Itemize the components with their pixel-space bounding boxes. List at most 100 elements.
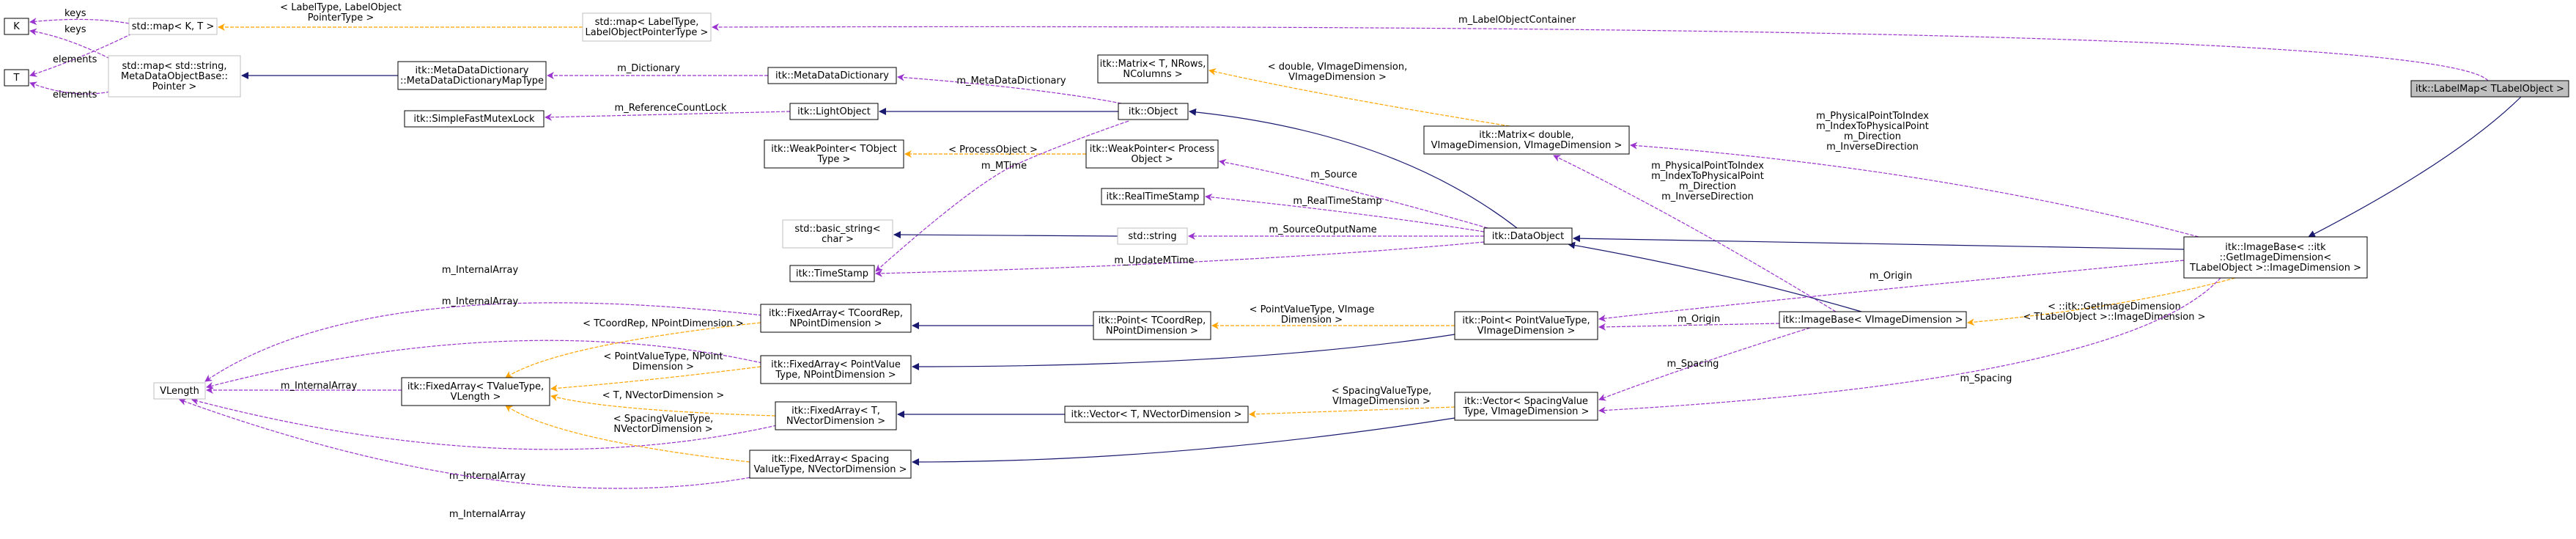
edge-label-line: VImageDimension > xyxy=(1288,72,1387,83)
class-node-label-line: VImageDimension, VImageDimension > xyxy=(1431,140,1623,151)
edge-label-line: m_MetaDataDictionary xyxy=(956,76,1066,87)
edge-label-m_mtime: m_MTime xyxy=(981,161,1027,172)
class-node-K[interactable]: K xyxy=(4,18,29,35)
edge-label-line: < SpacingValueType, xyxy=(613,414,713,425)
class-node-label: itk::Object xyxy=(1129,106,1178,117)
edge-label-m_origin2: m_Origin xyxy=(1678,314,1720,325)
class-node-vlength: VLength xyxy=(153,382,206,400)
edge-usage-fa_pointvalue-to-vlength: m_InternalArray xyxy=(206,296,763,389)
class-node-box xyxy=(1423,125,1630,155)
class-node-fa-t[interactable]: itk::FixedArray< T,NVectorDimension > xyxy=(775,401,897,430)
class-node-object[interactable]: itk::Object xyxy=(1118,103,1189,120)
class-node-box xyxy=(749,450,912,479)
class-node-fastmutex[interactable]: itk::SimpleFastMutexLock xyxy=(404,110,545,128)
class-node-mdd[interactable]: itk::MetaDataDictionary xyxy=(767,67,897,84)
class-node-realtimestamp[interactable]: itk::RealTimeStamp xyxy=(1101,188,1205,205)
class-node-timestamp[interactable]: itk::TimeStamp xyxy=(789,265,875,282)
class-node-label-line: ValueType, NVectorDimension > xyxy=(753,464,907,475)
class-node-map-lbl: std::map< LabelType,LabelObjectPointerTy… xyxy=(582,12,712,42)
edge-line-usage xyxy=(1205,193,1485,232)
class-node-dataobject[interactable]: itk::DataObject xyxy=(1483,227,1573,245)
class-node-label-line: itk::FixedArray< TValueType, xyxy=(407,381,544,392)
class-node-fa-tvalue[interactable]: itk::FixedArray< TValueType,VLength > xyxy=(401,377,550,406)
class-node-label-line: Type > xyxy=(817,154,851,165)
class-node-label-line: NVectorDimension > xyxy=(786,416,885,427)
edge-usage-dataobject-to-wp_po: m_Source xyxy=(1219,158,1488,229)
edge-label-line: m_Origin xyxy=(1678,314,1720,325)
class-node-label: itk::Matrix< T, NRows,NColumns > xyxy=(1100,59,1206,80)
edge-tmpl-fa_tcoord-to-fa_tvalue: < TCoordRep, NPointDimension > xyxy=(505,318,761,378)
class-node-label-line: T xyxy=(13,73,20,84)
class-node-point-pv[interactable]: itk::Point< PointValueType,VImageDimensi… xyxy=(1454,311,1598,340)
edge-line-usage xyxy=(29,33,133,77)
edge-line-usage xyxy=(1598,260,2185,322)
class-node-label-line: itk::ImageBase< VImageDimension > xyxy=(1782,315,1963,326)
class-node-matrix-t[interactable]: itk::Matrix< T, NRows,NColumns > xyxy=(1097,54,1208,84)
class-node-label-line: itk::LightObject xyxy=(797,106,871,117)
class-node-imagebase-get[interactable]: itk::ImageBase< ::itk::GetImageDimension… xyxy=(2183,236,2368,279)
edge-line-usage xyxy=(191,397,778,450)
class-node-box xyxy=(4,69,29,87)
edge-line-usage xyxy=(1598,327,1811,401)
edge-line-usage xyxy=(897,73,1122,104)
class-node-box xyxy=(1101,188,1205,205)
edge-usage-mdd-to-mdd_maptype: m_Dictionary xyxy=(547,63,768,79)
class-node-fa-tcoord[interactable]: itk::FixedArray< TCoordRep,NPointDimensi… xyxy=(760,304,912,333)
class-node-lightobject[interactable]: itk::LightObject xyxy=(789,103,879,120)
class-node-box xyxy=(401,377,550,406)
edge-line-tmpl xyxy=(1967,277,2236,326)
edge-label-tcoord_tmpl: < TCoordRep, NPointDimension > xyxy=(583,318,744,329)
class-node-label-line: itk::Point< TCoordRep, xyxy=(1099,315,1206,326)
class-node-matrix-d[interactable]: itk::Matrix< double,VImageDimension, VIm… xyxy=(1423,125,1630,155)
edge-label-m_labelobjectcontainer: m_LabelObjectContainer xyxy=(1458,15,1576,26)
edge-label-line: < SpacingValueType, xyxy=(1332,386,1431,397)
class-node-box xyxy=(764,139,904,169)
class-node-imagebase-v[interactable]: itk::ImageBase< VImageDimension > xyxy=(1779,311,1967,329)
edge-line-tmpl xyxy=(505,322,761,378)
class-node-label: itk::SimpleFastMutexLock xyxy=(413,114,535,125)
class-node-label-line: char > xyxy=(822,234,854,245)
class-node-label: itk::FixedArray< TCoordRep,NPointDimensi… xyxy=(769,308,903,329)
class-node-std-string: std::string xyxy=(1117,227,1188,245)
edge-label-line: elements xyxy=(53,89,97,100)
edge-line-tmpl xyxy=(1249,406,1455,418)
class-node-label: itk::MetaDataDictionary::MetaDataDiction… xyxy=(400,65,544,87)
class-node-box xyxy=(153,382,206,400)
class-node-label: itk::RealTimeStamp xyxy=(1106,191,1199,202)
class-node-label: itk::MetaDataDictionary xyxy=(775,70,889,81)
class-node-label-line: VLength xyxy=(160,386,199,397)
class-node-label-line: itk::SimpleFastMutexLock xyxy=(413,114,535,125)
class-node-labelmap[interactable]: itk::LabelMap< TLabelObject > xyxy=(2410,80,2569,98)
class-node-label-line: itk::Object xyxy=(1129,106,1178,117)
class-node-label: K xyxy=(13,21,20,32)
edge-tmpl-imagebase_get-to-imagebase_v: < ::itk::GetImageDimension< TLabelObject… xyxy=(1967,277,2236,326)
edge-line-usage xyxy=(29,81,111,95)
class-node-vector-t[interactable]: itk::Vector< T, NVectorDimension > xyxy=(1064,406,1249,423)
edge-label-line: < PointValueType, VImage xyxy=(1250,304,1375,315)
edge-label-line: < double, VImageDimension, xyxy=(1268,62,1407,73)
edge-line-inherit xyxy=(2308,96,2522,238)
edge-label-m_internalarray5: m_InternalArray xyxy=(449,509,526,520)
edge-inherit-imagebase_v-to-dataobject xyxy=(1568,241,1862,312)
class-node-mdd-maptype[interactable]: itk::MetaDataDictionary::MetaDataDiction… xyxy=(397,61,547,90)
class-node-box xyxy=(767,67,897,84)
class-node-label-line: TLabelObject >::ImageDimension > xyxy=(2189,263,2361,274)
edge-label-line: < ProcessObject > xyxy=(948,144,1038,155)
class-node-label-line: NPointDimension > xyxy=(789,318,882,329)
edge-label-line: VImageDimension > xyxy=(1332,396,1431,407)
class-node-point-tcoord[interactable]: itk::Point< TCoordRep,NPointDimension > xyxy=(1093,311,1211,340)
edge-label-line: keys xyxy=(64,24,86,35)
edge-label-line: < TLabelObject >::ImageDimension > xyxy=(2023,312,2206,323)
class-node-T[interactable]: T xyxy=(4,69,29,87)
edge-usage-fa_t-to-vlength: m_InternalArray xyxy=(191,397,778,482)
edge-line-usage xyxy=(875,241,1485,277)
